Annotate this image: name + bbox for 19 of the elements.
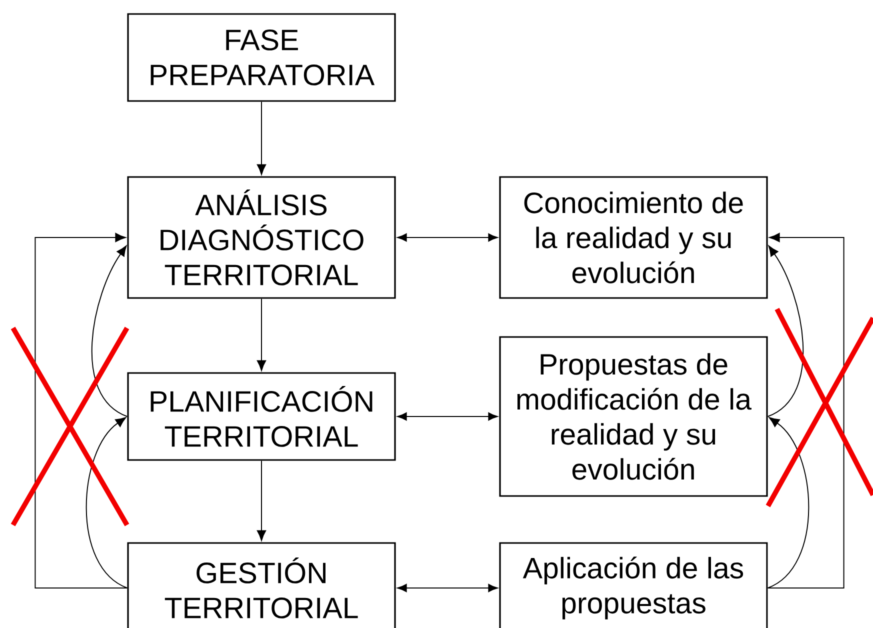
arrow xyxy=(767,232,844,588)
process-box: FASE PREPARATORIA xyxy=(127,13,396,102)
arrow xyxy=(34,232,128,588)
arrow xyxy=(256,460,266,541)
process-box: GESTIÓN TERRITORIAL xyxy=(127,542,396,628)
arrow xyxy=(86,417,128,588)
process-box: ANÁLISIS DIAGNÓSTICO TERRITORIAL xyxy=(127,176,396,299)
process-box: Propuestas de modificación de la realidad y su evolución xyxy=(499,336,768,497)
arrow xyxy=(767,246,804,417)
process-box: Aplicación de las propuestas xyxy=(499,542,768,628)
arrow xyxy=(397,412,498,421)
arrow xyxy=(767,417,810,588)
process-box: Conocimiento de la realidad y su evolución xyxy=(499,176,768,299)
arrow xyxy=(397,233,498,242)
arrow xyxy=(256,298,266,371)
arrow xyxy=(256,101,266,175)
process-box: PLANIFICACIÓN TERRITORIAL xyxy=(127,372,396,461)
arrow xyxy=(92,246,128,417)
arrow xyxy=(397,584,498,592)
